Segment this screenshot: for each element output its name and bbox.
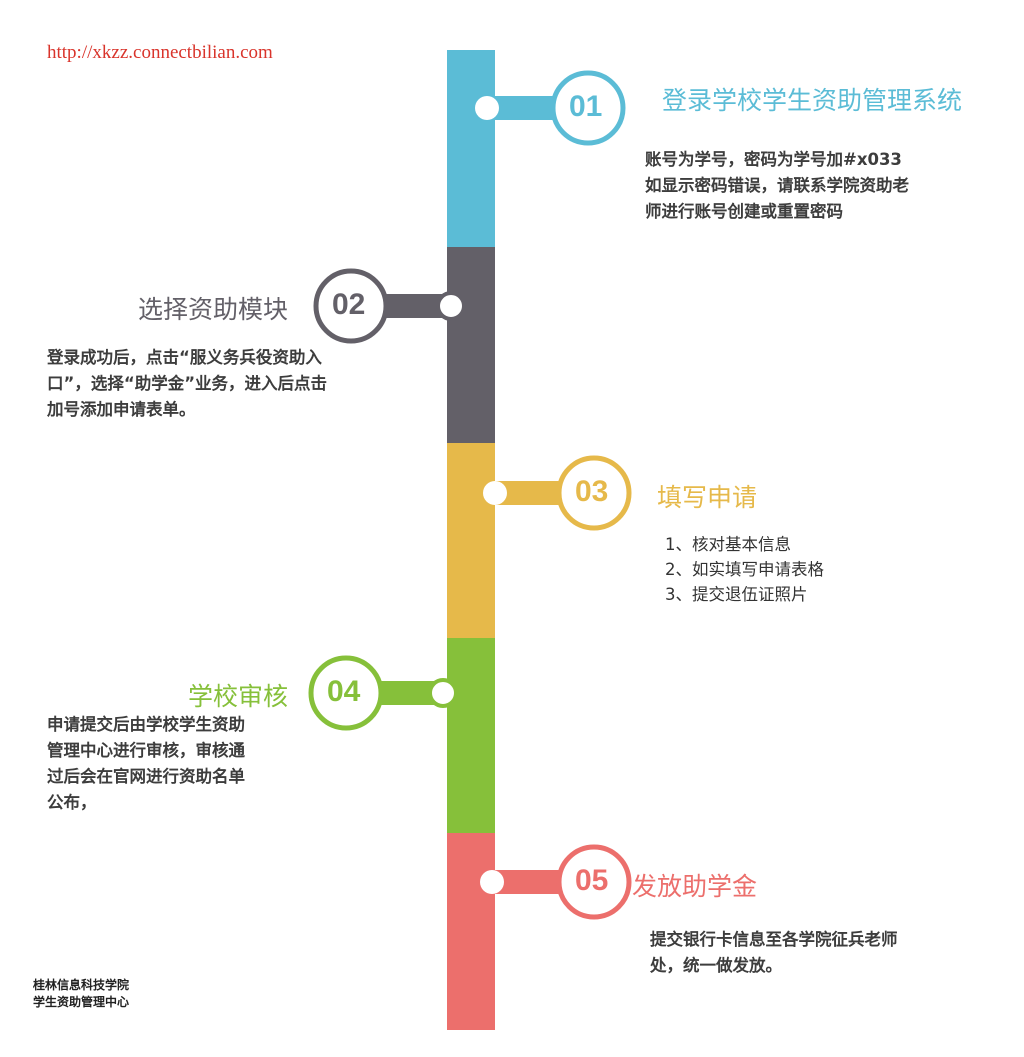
description-line: 提交银行卡信息至各学院征兵老师 <box>650 930 898 949</box>
footer-line-1: 桂林信息科技学院 <box>33 978 130 992</box>
description-line: 处，统一做发放。 <box>650 956 782 975</box>
description-line: 公布， <box>47 793 97 812</box>
step-3-number: 03 <box>575 475 609 508</box>
step-4-title: 学校审核 <box>187 682 288 711</box>
step-1-marker <box>475 70 626 146</box>
description-line: 师进行账号创建或重置密码 <box>645 202 843 221</box>
description-line: 1、核对基本信息 <box>665 535 791 554</box>
step-2-title: 选择资助模块 <box>137 295 288 324</box>
step-5-description: 提交银行卡信息至各学院征兵老师 处，统一做发放。 <box>650 927 898 979</box>
description-line: 3、提交退伍证照片 <box>665 585 808 604</box>
description-line: 管理中心进行审核，审核通 <box>47 741 245 760</box>
timeline-segment-2 <box>447 247 495 443</box>
footer-line-2: 学生资助管理中心 <box>33 995 130 1009</box>
step-4-marker <box>308 655 458 731</box>
timeline-segment-4 <box>447 638 495 833</box>
step-4-number: 04 <box>327 675 361 708</box>
step-5-number: 05 <box>575 864 609 897</box>
step-1-number: 01 <box>569 90 603 123</box>
description-line: 2、如实填写申请表格 <box>665 560 824 579</box>
description-line: 口”，选择“助学金”业务，进入后点击 <box>47 374 328 393</box>
description-line: 申请提交后由学校学生资助 <box>47 715 245 734</box>
step-3-marker <box>483 455 632 531</box>
step-4-description: 申请提交后由学校学生资助 管理中心进行审核，审核通 过后会在官网进行资助名单 公… <box>47 712 245 816</box>
step-3-title: 填写申请 <box>657 483 758 512</box>
footer-organization: 桂林信息科技学院 学生资助管理中心 <box>33 977 129 1011</box>
timeline-segment-3 <box>447 443 495 638</box>
step-5-marker <box>480 844 632 920</box>
description-line: 加号添加申请表单。 <box>47 400 196 419</box>
timeline-segment-1 <box>447 50 495 247</box>
step-1-description: 账号为学号，密码为学号加#x033 如显示密码错误，请联系学院资助老 师进行账号… <box>645 147 909 225</box>
step-3-description: 1、核对基本信息 2、如实填写申请表格 3、提交退伍证照片 <box>665 532 824 607</box>
timeline-segment-5 <box>447 833 495 1030</box>
step-5-title: 发放助学金 <box>632 872 758 901</box>
description-line: 过后会在官网进行资助名单 <box>47 767 245 786</box>
website-url[interactable]: http://xkzz.connectbilian.com <box>47 42 273 63</box>
step-2-number: 02 <box>332 288 366 321</box>
step-1-title: 登录学校学生资助管理系统 <box>662 86 963 115</box>
step-2-marker <box>313 268 466 344</box>
description-line: 如显示密码错误，请联系学院资助老 <box>645 176 909 195</box>
description-line: 登录成功后，点击“服义务兵役资助入 <box>47 348 322 367</box>
step-2-description: 登录成功后，点击“服义务兵役资助入 口”，选择“助学金”业务，进入后点击 加号添… <box>47 345 327 423</box>
description-line: 账号为学号，密码为学号加#x033 <box>645 150 902 169</box>
